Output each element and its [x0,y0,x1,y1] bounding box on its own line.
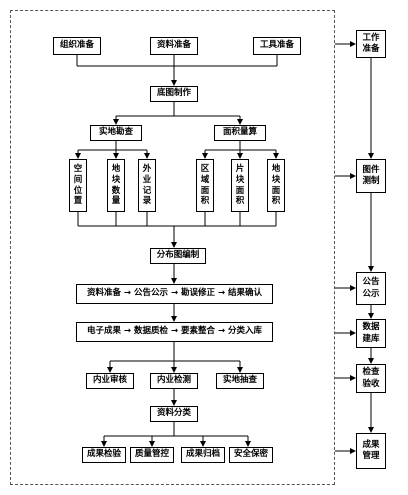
internal-review-box: 内业审核 [86,373,134,389]
parcel-count-box: 地块数量 [107,159,125,212]
stage-map-survey: 图件测制 [356,159,386,193]
process-row-1: 资料准备 → 公告公示 → 勘误修正 → 结果确认 [76,284,273,304]
stage-public-notice: 公告公示 [356,272,386,305]
stage-result-mgmt: 成果管理 [356,433,386,469]
field-sampling-box: 实地抽查 [216,373,264,389]
security-box: 安全保密 [229,447,273,463]
area-calc-box: 面积量算 [214,125,266,141]
distribution-map-box: 分布图编制 [150,248,206,264]
process-row-2: 电子成果 → 数据质检 → 要素整合 → 分类入库 [76,322,273,342]
block-area-box: 片块面积 [231,159,249,212]
stage-inspection: 检查验收 [356,364,386,393]
tool-prep-box: 工具准备 [253,37,301,55]
result-inspection-box: 成果检验 [82,447,126,463]
field-survey-box: 实地勘查 [90,125,142,141]
classification-box: 资料分类 [150,406,198,422]
main-process-frame [10,10,335,485]
result-archive-box: 成果归档 [181,447,225,463]
field-record-box: 外业记录 [138,159,156,212]
quality-control-box: 质量管控 [130,447,174,463]
base-map-box: 底图制作 [150,86,198,102]
region-area-box: 区域面积 [196,159,214,212]
internal-check-box: 内业检测 [150,373,198,389]
stage-work-prep: 工作准备 [356,30,386,58]
stage-database: 数据建库 [356,319,386,348]
spatial-position-box: 空间位置 [69,159,87,212]
org-prep-box: 组织准备 [53,37,101,55]
parcel-area-box: 地块面积 [267,159,285,212]
data-prep-box: 资料准备 [150,37,198,55]
